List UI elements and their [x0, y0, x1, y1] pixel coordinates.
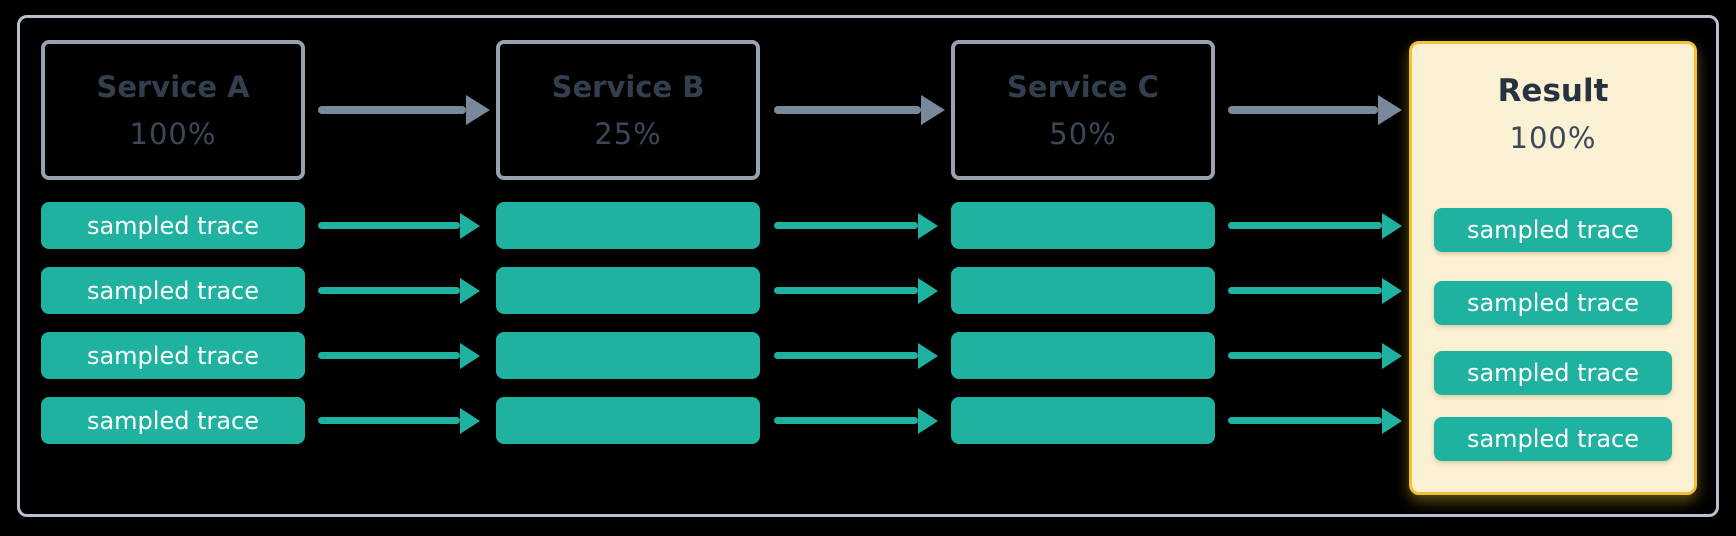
trace-flow-arrow — [318, 287, 460, 294]
sampled-trace-box: sampled trace — [41, 267, 305, 314]
trace-box — [496, 202, 760, 249]
trace-flow-arrow — [1228, 417, 1382, 424]
sampled-trace-box: sampled trace — [41, 332, 305, 379]
trace-flow-arrow — [318, 352, 460, 359]
result-sampled-trace-box: sampled trace — [1434, 281, 1672, 325]
sampled-trace-box: sampled trace — [41, 202, 305, 249]
trace-flow-arrow — [774, 222, 918, 229]
result-percent: 100% — [1509, 121, 1597, 155]
service-a-box: Service A 100% — [41, 40, 305, 180]
service-flow-arrow — [318, 106, 466, 114]
service-c-percent: 50% — [1049, 116, 1117, 151]
trace-box — [951, 397, 1215, 444]
pipeline-frame — [17, 15, 1719, 517]
service-c-title: Service C — [1007, 69, 1159, 104]
sampled-trace-box: sampled trace — [41, 397, 305, 444]
service-flow-arrow — [774, 106, 921, 114]
trace-flow-arrow — [318, 222, 460, 229]
service-b-box: Service B 25% — [496, 40, 760, 180]
service-b-percent: 25% — [594, 116, 662, 151]
service-b-title: Service B — [551, 69, 705, 104]
result-sampled-trace-box: sampled trace — [1434, 417, 1672, 461]
trace-flow-arrow — [1228, 352, 1382, 359]
trace-box — [496, 267, 760, 314]
service-a-title: Service A — [96, 69, 250, 104]
trace-flow-arrow — [318, 417, 460, 424]
trace-flow-arrow — [774, 417, 918, 424]
result-sampled-trace-box: sampled trace — [1434, 208, 1672, 252]
result-title: Result — [1497, 73, 1609, 109]
trace-box — [951, 202, 1215, 249]
trace-flow-arrow — [1228, 287, 1382, 294]
trace-box — [951, 332, 1215, 379]
trace-box — [496, 397, 760, 444]
trace-flow-arrow — [774, 352, 918, 359]
service-a-percent: 100% — [129, 116, 217, 151]
trace-box — [951, 267, 1215, 314]
trace-flow-arrow — [1228, 222, 1382, 229]
service-flow-arrow — [1228, 106, 1378, 114]
trace-flow-arrow — [774, 287, 918, 294]
service-c-box: Service C 50% — [951, 40, 1215, 180]
result-sampled-trace-box: sampled trace — [1434, 351, 1672, 395]
trace-box — [496, 332, 760, 379]
